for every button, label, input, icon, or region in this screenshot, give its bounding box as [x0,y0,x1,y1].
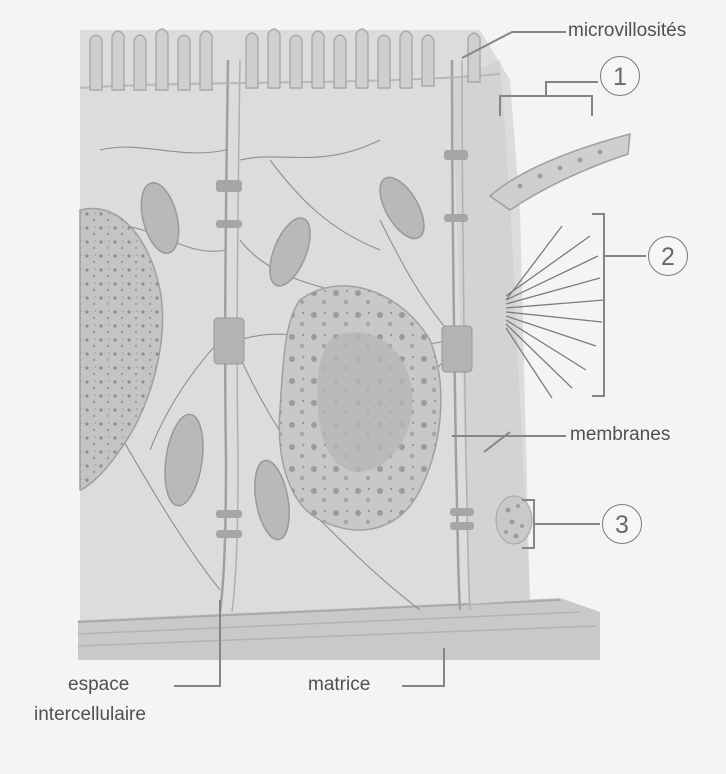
bracket-2 [592,214,646,396]
label-microvillosites: microvillosités [568,20,686,43]
marker-3: 3 [602,504,642,544]
label-intercellulaire: intercellulaire [34,704,146,727]
marker-1: 1 [600,56,640,96]
label-matrice: matrice [308,674,370,697]
granule-cluster [496,496,532,544]
label-membranes: membranes [570,424,670,447]
marker-2: 2 [648,236,688,276]
label-espace: espace [68,674,129,697]
bracket-1 [500,82,598,116]
bracket-3 [522,500,600,548]
